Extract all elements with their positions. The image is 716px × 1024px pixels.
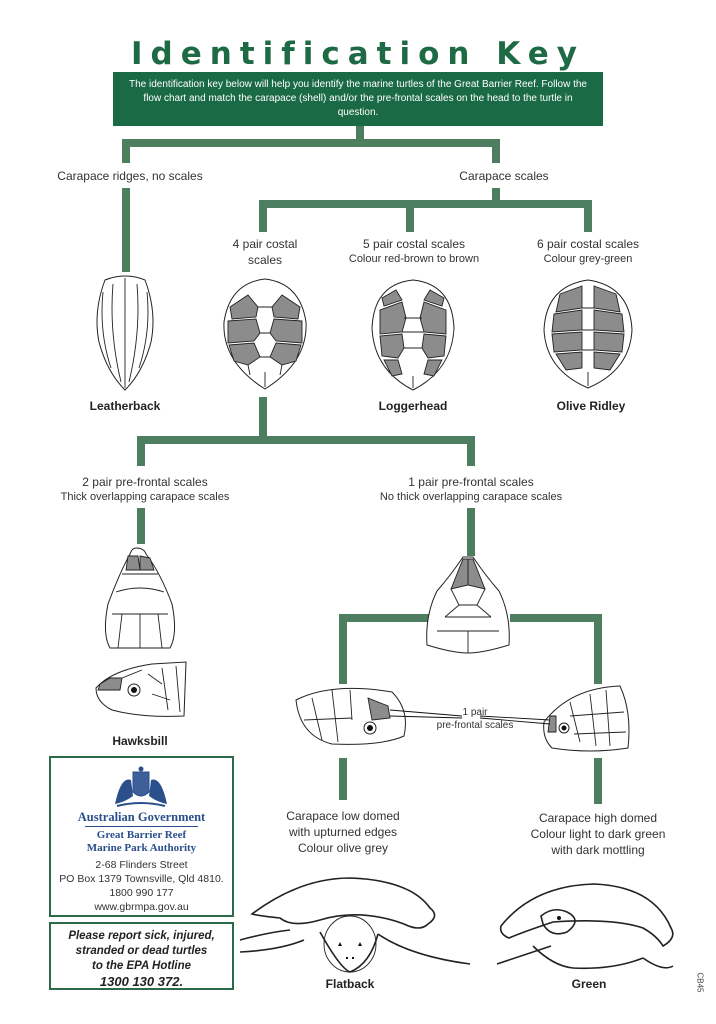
label-line: 5 pair costal scales (362, 237, 466, 251)
label-4-pair-costal: 4 pair costal scales (205, 236, 325, 268)
label-line: Colour olive grey (297, 841, 389, 855)
label-low-domed: Carapace low domed with upturned edges C… (268, 808, 418, 856)
intro-banner: The identification key below will help y… (113, 72, 603, 126)
label-line: Colour red-brown to brown (348, 253, 480, 265)
connector (584, 200, 592, 232)
report-line: stranded or dead turtles (75, 945, 208, 957)
agency-name: Great Barrier Reef Marine Park Authority (51, 829, 232, 855)
connector (510, 614, 602, 622)
label-carapace-ridges: Carapace ridges, no scales (57, 169, 203, 183)
address-block: 2-68 Flinders Street PO Box 1379 Townsvi… (51, 858, 232, 914)
label-1-pair-prefrontal: 1 pair pre-frontal scales No thick overl… (356, 474, 586, 505)
callout-prefrontal: 1 pair pre-frontal scales (425, 706, 525, 732)
intro-text: The identification key below will help y… (129, 79, 587, 118)
gov-name: Australian Government (77, 810, 206, 824)
green-turtle-icon (496, 883, 674, 970)
hawksbill-head-top-icon (104, 547, 176, 649)
connector (406, 200, 414, 232)
agency-line: Great Barrier Reef (96, 829, 187, 841)
label-line: Carapace high domed (538, 811, 658, 825)
label-2-pair-prefrontal: 2 pair pre-frontal scales Thick overlapp… (40, 474, 250, 505)
phone-number: 1800 990 177 (109, 887, 174, 899)
connector (492, 139, 500, 163)
flatback-head-side-icon (295, 687, 463, 745)
species-loggerhead: Loggerhead (378, 399, 448, 413)
connector (339, 614, 347, 684)
label-5-pair-costal: 5 pair costal scales Colour red-brown to… (334, 236, 494, 267)
page-title: Identification Key (131, 36, 585, 72)
olive-ridley-carapace-icon (543, 279, 633, 389)
label-line: Colour light to dark green (530, 827, 666, 841)
label-carapace-scales: Carapace scales (459, 169, 549, 183)
species-leatherback: Leatherback (89, 399, 161, 413)
four-pair-carapace-icon (223, 278, 307, 390)
connector (356, 126, 364, 140)
loggerhead-carapace-icon (371, 279, 455, 391)
website-link[interactable]: www.gbrmpa.gov.au (94, 901, 189, 913)
label-line: Carapace low domed (286, 809, 400, 823)
contact-box: Australian Government Great Barrier Reef… (49, 756, 234, 917)
divider (85, 826, 198, 827)
coat-of-arms-icon (115, 766, 167, 807)
address-line: PO Box 1379 Townsville, Qld 4810. (59, 873, 224, 885)
label-line: with upturned edges (288, 825, 398, 839)
connector (137, 436, 145, 466)
species-flatback: Flatback (325, 977, 375, 991)
label-line: 2 pair pre-frontal scales (82, 475, 208, 489)
connector (122, 139, 130, 163)
connector (467, 508, 475, 556)
flatback-turtle-icon (239, 877, 471, 973)
connector (259, 200, 592, 208)
agency-line: Marine Park Authority (86, 842, 197, 854)
connector (137, 508, 145, 544)
species-green: Green (571, 977, 607, 991)
green-head-side-icon (479, 685, 630, 752)
report-box: Please report sick, injured, stranded or… (49, 922, 234, 990)
connector (594, 758, 602, 804)
label-line: with dark mottling (551, 843, 645, 857)
species-olive-ridley: Olive Ridley (556, 399, 626, 413)
connector (259, 200, 267, 232)
label-high-domed: Carapace high domed Colour light to dark… (508, 810, 688, 858)
species-hawksbill: Hawksbill (112, 734, 168, 748)
hotline-number: 1300 130 372. (99, 974, 184, 989)
address-line: 2-68 Flinders Street (95, 859, 188, 871)
label-line: 4 pair costal (232, 237, 298, 251)
label-line: Colour grey-green (543, 253, 633, 265)
report-line: Please report sick, injured, (68, 930, 215, 942)
connector (467, 436, 475, 466)
label-line: scales (247, 253, 282, 267)
connector (259, 397, 267, 439)
connector (339, 758, 347, 800)
label-line: 1 pair pre-frontal scales (408, 475, 534, 489)
connector (122, 188, 130, 272)
label-line: No thick overlapping carapace scales (379, 491, 563, 503)
connector (339, 614, 429, 622)
label-6-pair-costal: 6 pair costal scales Colour grey-green (508, 236, 668, 267)
connector (492, 188, 500, 204)
label-line: 6 pair costal scales (536, 237, 640, 251)
connector (122, 139, 500, 147)
document-code: CB45 (695, 972, 705, 993)
label-line: pre-frontal scales (436, 720, 514, 731)
connector (594, 614, 602, 684)
report-line: to the EPA Hotline (91, 960, 192, 972)
one-pair-head-top-icon (426, 556, 510, 654)
connector (137, 436, 475, 444)
label-line: Thick overlapping carapace scales (60, 491, 230, 503)
label-line: 1 pair (462, 707, 488, 718)
hawksbill-head-side-icon (95, 661, 187, 717)
leatherback-carapace-icon (96, 275, 154, 391)
